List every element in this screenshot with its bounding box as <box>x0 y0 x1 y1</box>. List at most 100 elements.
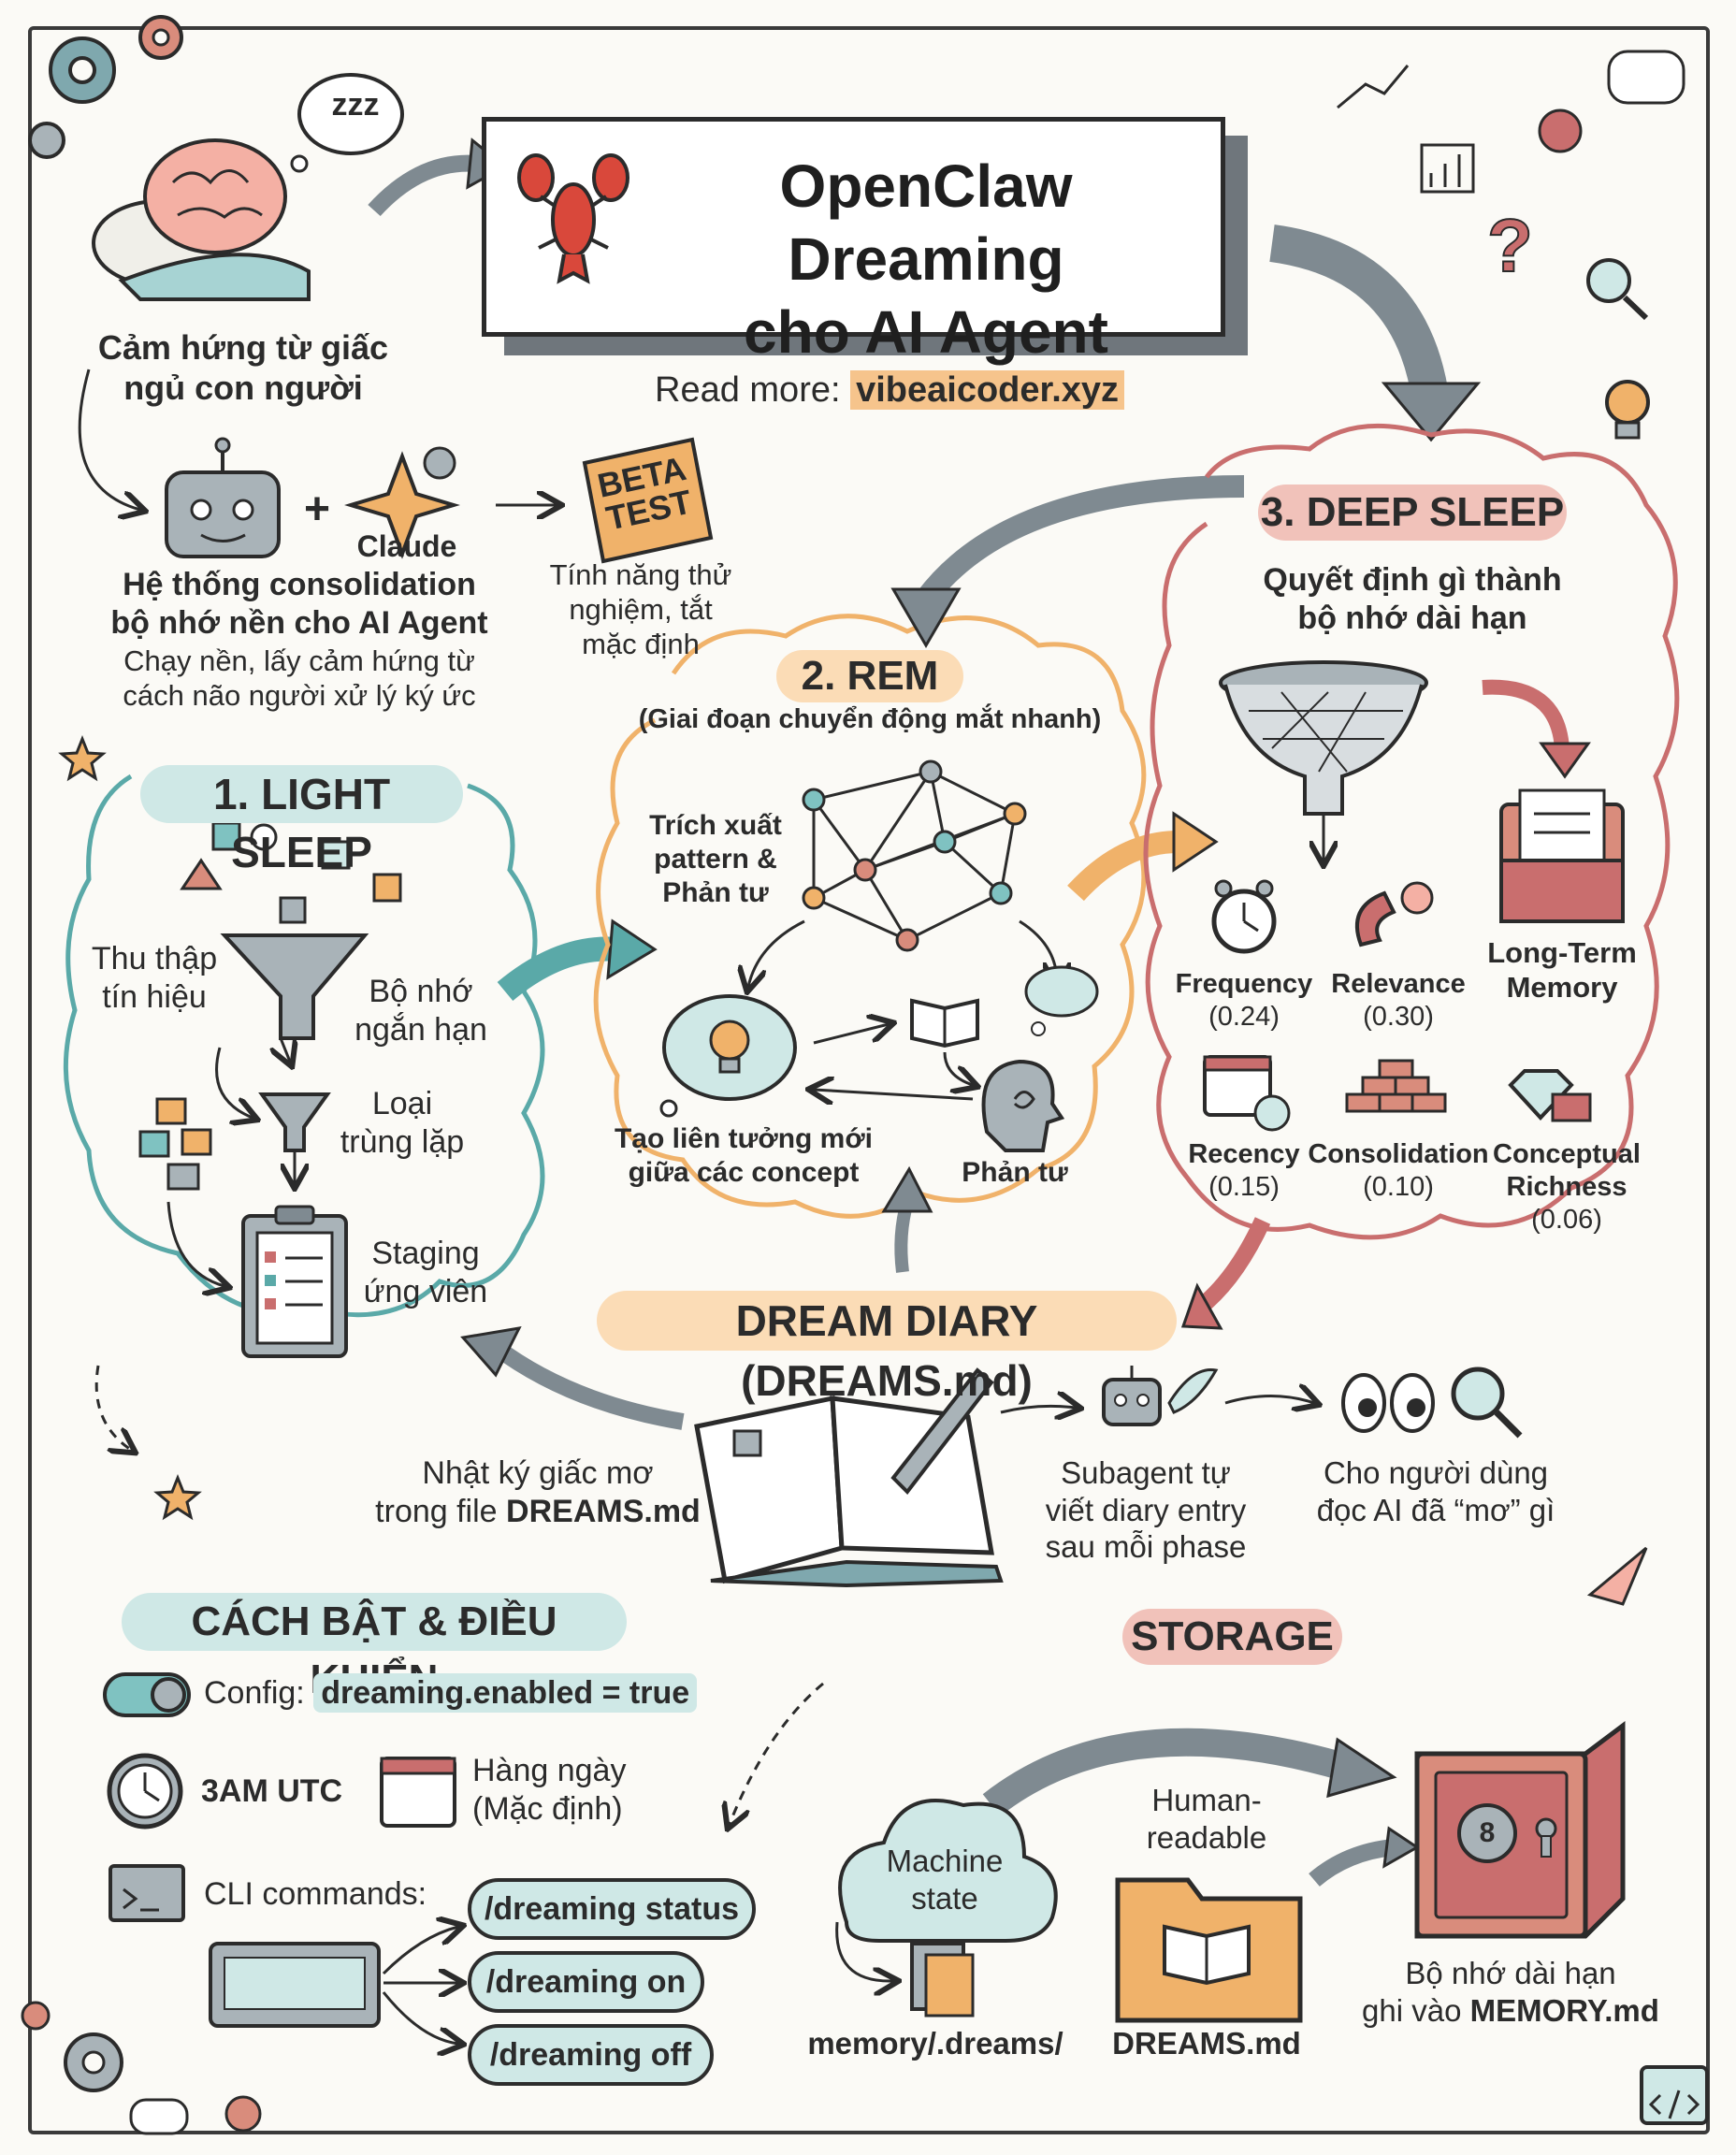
cli-label: CLI commands: <box>204 1876 427 1912</box>
extract-pattern: Trích xuất pattern & Phản tư <box>649 810 782 908</box>
bricks-icon <box>1345 1059 1447 1113</box>
document-icon <box>910 1942 975 2018</box>
factor-name: Relevance <box>1331 969 1466 999</box>
human-file: DREAMS.md <box>1112 2026 1301 2061</box>
deep-sleep-subtitle: Quyết định gì thành bộ nhớ dài hạn <box>1263 562 1562 636</box>
sparkle-icon <box>344 446 460 559</box>
folder-icon <box>1115 1877 1303 2023</box>
folder-icon <box>1499 788 1625 923</box>
machine-path: memory/.dreams/ <box>807 2026 1063 2061</box>
machine-state: Machine state <box>886 1844 1004 1916</box>
lobster-icon <box>513 150 634 290</box>
factor-name: Conceptual Richness <box>1493 1139 1641 1202</box>
paper-plane-icon <box>1586 1546 1648 1606</box>
control-title: CÁCH BẬT & ĐIỀU KHIỂN <box>122 1593 627 1702</box>
read-more-link[interactable]: vibeaicoder.xyz <box>850 370 1125 410</box>
keyboard-icon <box>209 1942 381 2028</box>
diamond-icon <box>1508 1069 1592 1122</box>
human-readable: Human- readable <box>1146 1783 1267 1855</box>
schedule-label: Hàng ngày (Mặc định) <box>472 1753 627 1827</box>
short-term-memory: Bộ nhớ ngắn hạn <box>354 974 487 1048</box>
read-more: Read more: vibeaicoder.xyz <box>655 369 1125 412</box>
book-icon <box>910 998 979 1049</box>
long-term-memory: Long-Term Memory <box>1487 936 1637 1005</box>
sieve-icon <box>1219 660 1428 861</box>
svg-text:+: + <box>304 485 330 534</box>
config-row: Config: dreaming.enabled = true <box>204 1673 698 1713</box>
robot-icon <box>1102 1366 1219 1426</box>
factor-conceptual-richness: Conceptual Richness (0.06) <box>1483 1138 1651 1236</box>
lightbulb-icon <box>659 994 797 1118</box>
staging: Staging ứng viên <box>363 1236 488 1309</box>
factor-name: Recency <box>1188 1139 1300 1169</box>
terminal-icon <box>108 1864 185 1922</box>
rem-title: 2. REM <box>776 650 963 702</box>
dream-journal-file: DREAMS.md <box>506 1493 701 1529</box>
factor-name: Frequency <box>1175 969 1313 999</box>
blocks-icon <box>138 1097 212 1191</box>
page-frame <box>28 26 1710 2134</box>
eyes-icon <box>1341 1373 1435 1433</box>
reader-text: Cho người dùng đọc AI đã “mơ” gì <box>1316 1455 1555 1527</box>
read-more-label: Read more: <box>655 370 841 410</box>
rem-subtitle: (Giai đoạn chuyển động mắt nhanh) <box>638 704 1102 734</box>
sleep-bubble <box>290 73 404 173</box>
subagent-text: Subagent tự viết diary entry sau mỗi pha… <box>1045 1455 1247 1565</box>
long-term-storage-text: Bộ nhớ dài hạn ghi vào <box>1362 1956 1616 2028</box>
code-icon <box>1640 2065 1709 2125</box>
factor-weight: (0.24) <box>1208 1001 1280 1032</box>
long-term-storage-file: MEMORY.md <box>1469 1992 1659 2028</box>
dream-journal-text: Nhật ký giấc mơ trong file <box>375 1455 654 1529</box>
deep-sleep-title: 3. DEEP SLEEP <box>1258 485 1567 541</box>
chart-doodle-icon <box>1337 50 1685 194</box>
question-mark-icon: ? <box>1486 203 1534 288</box>
magnifier-icon <box>1451 1367 1523 1439</box>
new-associations: Tạo liên tưởng mới giữa các concept <box>614 1123 874 1188</box>
rem-cloud <box>593 614 1147 1219</box>
factor-relevance: Relevance (0.30) <box>1324 968 1473 1034</box>
funnel-icon <box>180 821 402 1183</box>
dedupe: Loại trùng lặp <box>340 1086 465 1160</box>
calendar-icon <box>1203 1055 1291 1132</box>
clock-icon <box>1211 879 1277 954</box>
network-icon <box>802 759 1027 952</box>
reflect: Phản tư <box>962 1157 1068 1188</box>
config-label: Config: <box>204 1675 305 1711</box>
clipboard-icon <box>241 1205 348 1358</box>
factor-weight: (0.30) <box>1363 1001 1434 1032</box>
inspiration-text: Cảm hứng từ giấc ngủ con người <box>97 328 389 408</box>
beta-desc: Tính năng thử nghiệm, tắt mặc định <box>549 558 732 661</box>
factor-weight: (0.10) <box>1363 1171 1434 1202</box>
system-title: Hệ thống consolidation bộ nhớ nền cho AI… <box>110 567 488 641</box>
dream-diary-title: DREAM DIARY (DREAMS.md) <box>597 1291 1177 1405</box>
storage-title: STORAGE <box>1122 1609 1342 1665</box>
deep-sleep-cloud <box>1143 423 1680 1240</box>
notebook-icon <box>694 1367 1004 1588</box>
dream-journal: Nhật ký giấc mơ trong file DREAMS.md <box>374 1454 702 1531</box>
brain-icon <box>92 138 311 301</box>
system-desc: Chạy nền, lấy cảm hứng từ cách não người… <box>123 644 476 713</box>
magnet-icon <box>1355 881 1434 947</box>
factor-name: Consolidation <box>1308 1139 1489 1169</box>
robot-icon <box>165 437 281 558</box>
snore-text: zzz <box>331 87 380 123</box>
title-box <box>482 117 1225 337</box>
command-dreaming-off[interactable]: /dreaming off <box>468 2024 714 2086</box>
lightbulb-icon <box>1605 380 1650 440</box>
factor-recency: Recency (0.15) <box>1169 1138 1319 1204</box>
gear-icon <box>21 2001 262 2135</box>
command-dreaming-on[interactable]: /dreaming on <box>468 1951 704 2013</box>
claude-label: Claude <box>356 529 457 563</box>
command-dreaming-status[interactable]: /dreaming status <box>468 1878 756 1940</box>
calendar-icon <box>380 1757 456 1828</box>
page-title: OpenClaw Dreaming cho AI Agent <box>744 152 1108 367</box>
factor-frequency: Frequency (0.24) <box>1169 968 1319 1034</box>
long-term-storage: Bộ nhớ dài hạn ghi vào MEMORY.md <box>1347 1955 1674 2029</box>
clock-icon <box>107 1753 183 1830</box>
safe-icon <box>1414 1721 1626 1939</box>
magnifier-icon <box>1586 258 1649 321</box>
beta-badge-shape <box>582 437 714 564</box>
gear-icon <box>28 15 183 159</box>
time-label: 3AM UTC <box>201 1773 343 1809</box>
